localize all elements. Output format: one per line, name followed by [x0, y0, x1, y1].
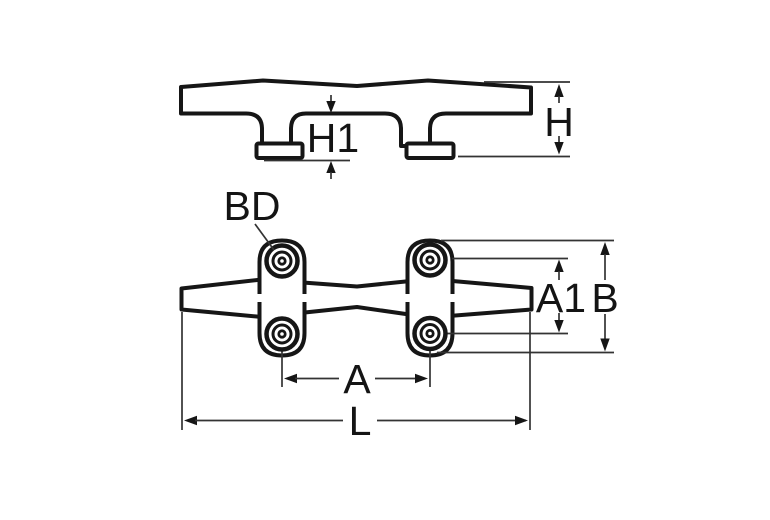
dimension-a1-label: A1	[536, 275, 586, 321]
hole-middle-ring	[419, 249, 441, 271]
hole-inner-ring	[277, 329, 287, 339]
bd-leader-line	[254, 223, 275, 251]
h-top-arrowhead	[554, 84, 564, 97]
dimension-b: B	[591, 242, 619, 352]
mounting-hole-bottom-right	[412, 315, 448, 352]
mounting-hole-top-left	[264, 243, 300, 279]
side-view-right-foot	[404, 141, 456, 160]
side-view: H1 H	[179, 78, 574, 179]
callout-bd-label: BD	[224, 183, 281, 229]
hole-outer-ring	[412, 315, 448, 352]
hole-outer-ring	[264, 316, 300, 352]
hole-middle-ring	[271, 323, 293, 345]
plan-view-outline	[179, 277, 534, 320]
hole-inner-ring	[425, 255, 435, 265]
hole-outer-ring	[412, 242, 448, 278]
mounting-hole-bottom-left	[264, 316, 300, 352]
h-bottom-arrowhead	[554, 142, 564, 155]
a-right-arrowhead	[415, 373, 428, 384]
a1-top-arrowhead	[554, 259, 564, 272]
l-left-arrowhead	[184, 415, 197, 426]
b-top-arrowhead	[600, 242, 610, 255]
dimension-a1: A1	[536, 259, 586, 333]
plan-view: BD A1 B A	[179, 183, 619, 444]
hole-outer-ring	[264, 243, 300, 279]
h1-top-arrowhead	[326, 101, 336, 113]
hole-middle-ring	[271, 250, 293, 272]
hole-inner-ring	[277, 256, 287, 266]
hole-inner-ring	[425, 328, 435, 339]
dimension-a: A	[284, 356, 428, 402]
mounting-hole-top-right	[412, 242, 448, 278]
dimension-h1-label: H1	[307, 115, 359, 161]
dimension-l: L	[181, 312, 531, 444]
a1-bottom-arrowhead	[554, 320, 564, 333]
dimension-h: H	[458, 81, 574, 158]
dimension-b-label: B	[591, 275, 618, 321]
a-left-arrowhead	[284, 373, 297, 384]
side-view-left-foot	[254, 141, 305, 160]
dimension-h1: H1	[264, 95, 359, 179]
hole-middle-ring	[419, 323, 441, 344]
l-right-arrowhead	[515, 415, 528, 426]
h1-bottom-arrowhead	[326, 161, 336, 173]
dimension-l-label: L	[349, 398, 372, 444]
b-bottom-arrowhead	[600, 338, 610, 352]
callout-bd: BD	[224, 183, 281, 251]
dimension-a-label: A	[343, 356, 371, 402]
side-view-outline	[179, 78, 533, 148]
